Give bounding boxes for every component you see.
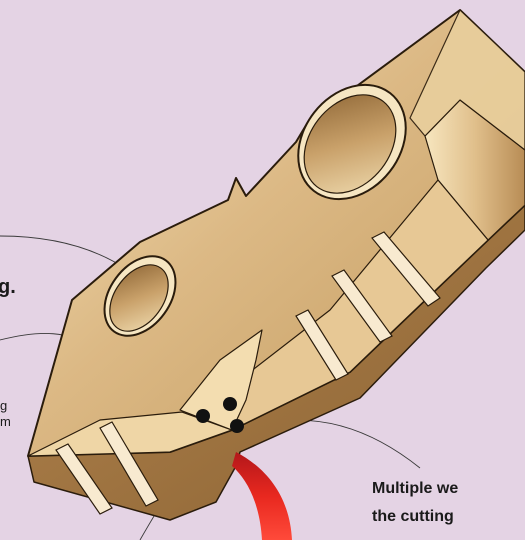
coolant-dot-1	[196, 409, 210, 423]
left-cut-text-fragment-2: m	[0, 414, 11, 429]
coolant-dot-3	[230, 419, 244, 433]
caption-line-2: the cutting	[372, 508, 454, 526]
coolant-dot-2	[223, 397, 237, 411]
red-arrow	[232, 452, 292, 540]
left-cut-text-fragment-1: g	[0, 398, 7, 413]
caption-line-1: Multiple we	[372, 480, 458, 498]
left-cut-heading-fragment: g.	[0, 276, 16, 299]
